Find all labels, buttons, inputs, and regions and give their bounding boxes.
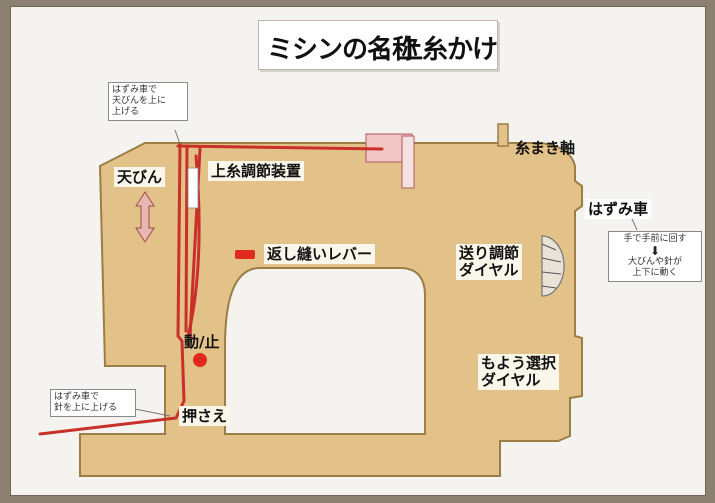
note-bottom: はずみ車で 針を上に上げる xyxy=(50,389,136,417)
label-reverse-lever: 返し縫いレバー xyxy=(264,244,376,264)
arm-opening xyxy=(224,267,426,435)
start-stop-button-icon xyxy=(193,353,207,367)
label-pattern-dial: もよう選択 ダイヤル xyxy=(478,354,560,390)
note-handwheel-line2: 大びんや針が 上下に動く xyxy=(627,257,682,278)
label-tension: 上糸調節装置 xyxy=(208,161,305,181)
sewing-machine-diagram xyxy=(38,123,638,477)
arrow-down-icon: ⬇ xyxy=(649,244,661,258)
note-handwheel-line1: 手で手前に回す xyxy=(623,234,687,244)
label-bobbin-winder: 糸まき軸 xyxy=(515,139,576,157)
poster-board: ミシンの名称 と 上糸かけ 天びん 上糸調節装置 糸まき軸 はずみ車 返し縫いレ… xyxy=(10,6,706,496)
note-top: はずみ車で 天びんを上に 上げる xyxy=(108,82,188,121)
note-handwheel: 手で手前に回す ⬇ 大びんや針が 上下に動く xyxy=(608,231,702,282)
label-start-stop: 動/止 xyxy=(184,333,220,351)
title-connector: と xyxy=(377,45,391,60)
bobbin-winder-post xyxy=(497,123,509,147)
reverse-lever-icon xyxy=(235,250,255,259)
label-handwheel: はずみ車 xyxy=(585,199,652,219)
title-main: ミシンの名称 xyxy=(267,35,418,65)
title-panel: ミシンの名称 と 上糸かけ xyxy=(258,20,498,70)
label-presser-foot: 押さえ xyxy=(179,406,231,426)
label-feed-dial: 送り調節 ダイヤル xyxy=(456,244,523,280)
label-tenbin: 天びん xyxy=(114,167,166,187)
feed-dial xyxy=(541,235,565,297)
tenbin-arrow-icon xyxy=(135,191,155,243)
title-sub: 上糸かけ xyxy=(397,35,498,65)
